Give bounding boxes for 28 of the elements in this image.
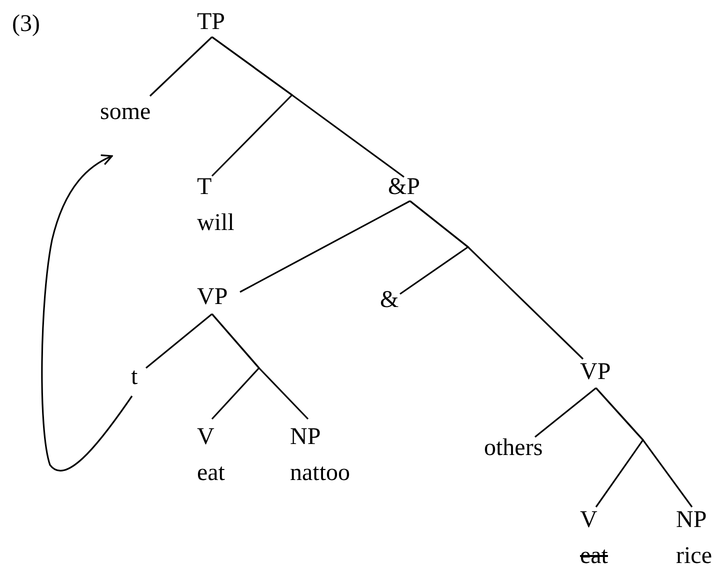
word-label: nattoo [290,461,350,485]
word-label: will [197,211,234,235]
tree-branch [211,313,309,420]
category-label: NP [676,508,708,532]
category-label: t [131,365,138,389]
tree-branch [240,200,410,293]
tree-branch [595,387,693,508]
word-label: rice [676,544,712,568]
category-label: &P [388,175,420,199]
example-number: (3) [12,12,40,36]
category-label: some [100,100,151,124]
category-label: V [197,425,216,449]
category-label: T [197,175,213,199]
movement-arrow [41,154,133,472]
category-label: V [580,508,598,532]
category-label: VP [197,285,228,309]
word-label: eat [197,461,225,485]
word-label: eat [580,544,608,568]
category-label: NP [290,425,322,449]
tree-branch [212,36,404,178]
category-label: & [380,288,399,312]
tree-branch [534,387,596,438]
tree-branch [149,36,213,97]
category-label: TP [197,10,226,34]
tree-branch [146,313,212,369]
tree-branch [410,200,584,360]
category-label: VP [580,360,611,384]
category-label: others [484,436,543,460]
